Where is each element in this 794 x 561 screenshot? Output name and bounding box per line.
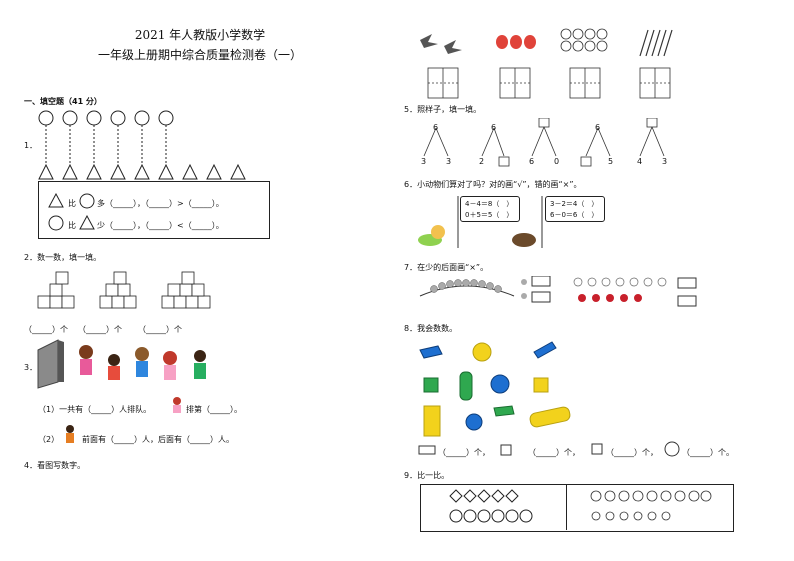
tree4-top: 6 (595, 123, 601, 132)
page-title: 2021 年人教版小学数学 (134, 28, 266, 42)
q6-card-2 (545, 196, 605, 222)
tree4-right: 5 (608, 157, 614, 166)
q1-number: 1． (24, 141, 38, 150)
q3-part2-text[interactable]: 前面有（_____）人，后面有（_____）人。 (82, 435, 234, 444)
q8-answer-sphere[interactable]: （_____）个。 (682, 448, 734, 457)
cylinder-icon (591, 443, 603, 455)
q8-answer-cylinder[interactable]: （_____）个， (606, 448, 658, 457)
circle-icon (48, 215, 64, 231)
q9-divider (566, 484, 567, 530)
circle-icon (79, 193, 95, 209)
q2-answer-3[interactable]: （_____）个 (138, 325, 182, 334)
q2-text: 2．数一数，填一填。 (24, 253, 102, 262)
q8-text: 8．我会数数。 (404, 324, 458, 333)
q9-right-flowers (590, 490, 712, 521)
q8-solid-shapes (419, 341, 571, 437)
q1-line2-blanks[interactable]: 少（_____），（_____）<（_____）。 (97, 221, 224, 230)
q1-line1-blanks[interactable]: 多（_____），（_____）>（_____）。 (97, 199, 224, 208)
q3-part1-rank[interactable]: 排第（_____）。 (186, 405, 242, 414)
q6-animals (418, 196, 543, 248)
tree1-right: 3 (446, 157, 452, 166)
q8-answer-cube[interactable]: （_____）个， (528, 448, 580, 457)
boy-icon (66, 425, 74, 443)
cuboid-icon (418, 445, 436, 455)
q5-text: 5．照样子，填一填。 (404, 105, 482, 114)
card1-eq1[interactable]: 4－4＝8（ ） (465, 200, 514, 208)
tree3-right: 0 (554, 157, 560, 166)
q7-pictures (419, 276, 697, 307)
sphere-icon (664, 441, 680, 457)
tree5-right: 3 (662, 157, 668, 166)
triangle-circle-icons (48, 193, 64, 208)
tree1-left: 3 (421, 157, 427, 166)
cube-stacks (37, 271, 211, 309)
card2-eq2[interactable]: 6－0＝6（ ） (550, 211, 599, 219)
card1-eq2[interactable]: 0＋5＝5（ ） (465, 211, 514, 219)
girl-icon (173, 397, 181, 413)
q1-line1-compare: 比 (68, 199, 76, 208)
q3-number: 3． (24, 363, 38, 372)
tree3-left: 6 (529, 157, 535, 166)
page-subtitle: 一年级上册期中综合质量检测卷（一） (97, 48, 302, 62)
q7-text: 7．在少的后面画“×”。 (404, 263, 489, 272)
tree2-left: 2 (479, 157, 485, 166)
q9-compare-box (420, 484, 734, 532)
q3-part2-label: （2） (38, 435, 60, 444)
tree5-left: 4 (637, 157, 643, 166)
queue-children-picture (37, 339, 206, 389)
q1-answer-box (38, 181, 270, 239)
tree2-top: 6 (491, 123, 497, 132)
q1-shapes (38, 110, 246, 180)
q2-answer-2[interactable]: （_____）个 (78, 325, 122, 334)
q9-text: 9．比一比。 (404, 471, 450, 480)
q5-number-trees (423, 118, 665, 167)
cube-icon (500, 444, 512, 456)
q3-part1[interactable]: （1）一共有（_____）人排队。 (38, 405, 152, 414)
q1-line2-compare: 比 (68, 221, 76, 230)
q8-answer-cuboid[interactable]: （_____）个， (438, 448, 490, 457)
q2-answer-1[interactable]: （_____）个 (24, 325, 68, 334)
tree1-top: 6 (433, 123, 439, 132)
q6-text: 6．小动物们算对了吗？对的画“√”，错的画“×”。 (404, 180, 582, 189)
q4-pictures (420, 28, 673, 99)
section-heading: 一、填空题（41 分） (24, 97, 102, 106)
q4-text: 4．看图写数字。 (24, 461, 86, 470)
q6-card-1 (460, 196, 520, 222)
q9-left-shapes (449, 489, 533, 523)
card2-eq1[interactable]: 3－2＝4（ ） (550, 200, 599, 208)
triangle-icon (79, 215, 95, 230)
